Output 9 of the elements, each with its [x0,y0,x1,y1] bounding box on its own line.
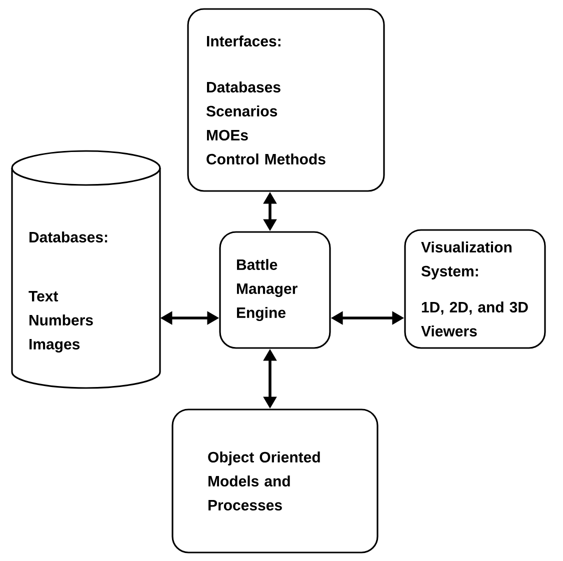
node-label: Text [28,291,58,302]
database-cylinder: Databases: Text Numbers Images [11,150,161,389]
process-box: Battle Manager Engine [219,231,331,349]
process-box: Visualization System: 1D, 2D, and 3D Viewers [404,229,546,349]
node-label: Numbers [30,314,93,326]
node-label: Images [30,339,80,353]
process-box: Interfaces: Databases Scenarios MOEs Control Methods [187,8,385,192]
node-label: Databases: [30,231,108,242]
process-box: Object Oriented Models and Processes [172,408,378,554]
